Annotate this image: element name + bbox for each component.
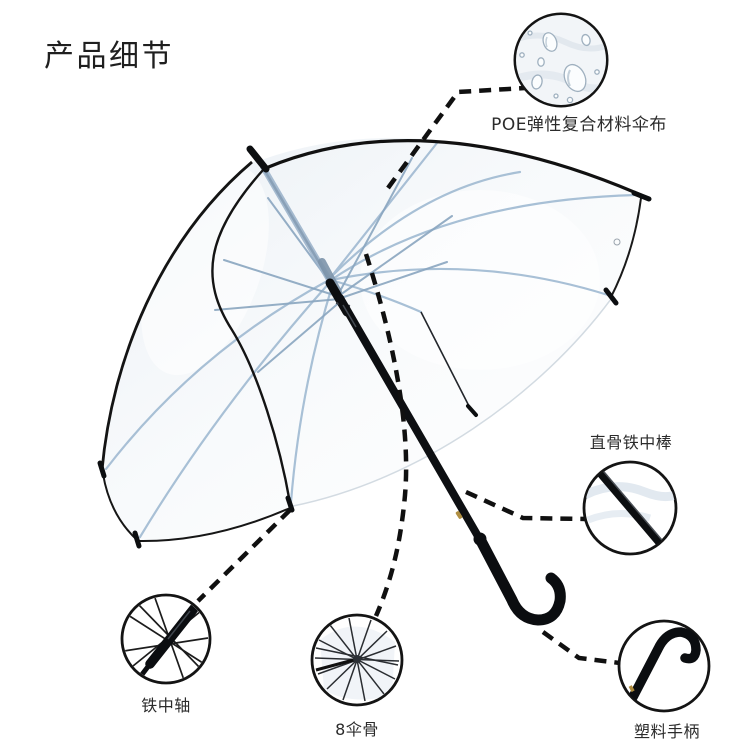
canopy-bottom-edge [138,507,291,543]
ribs-label: 8伞骨 [335,720,379,739]
rod-icon [592,465,668,551]
ribs-icon [314,617,400,702]
rod-detail-circle [582,460,678,556]
leader-fabric [386,85,526,190]
rod-label: 直骨铁中棒 [589,433,673,452]
ribs-detail-circle [310,613,404,707]
canopy-right-edge [610,197,642,298]
leader-lines [196,85,621,666]
canopy-top-edge [265,139,642,197]
umbrella-handle [473,532,566,626]
canopy-mark [613,238,621,246]
fabric-label: POE弹性复合材料伞布 [491,115,667,135]
canopy-left-edge [100,160,253,471]
leader-rod [465,489,587,522]
umbrella-shaft [336,294,483,542]
canopy-seam-edge [211,169,292,504]
canopy-bottom-left-edge [102,473,138,541]
ferrule-tip [246,145,270,173]
leader-handle [541,630,621,666]
front-rib [420,311,472,411]
umbrella-canopy [97,137,652,549]
shaft-pin [455,511,463,519]
axle-icon [123,597,209,682]
handle-label: 塑料手柄 [633,722,701,741]
handle-icon [628,627,701,702]
page-title: 产品细节 [44,39,174,74]
leader-axle [196,508,292,603]
canopy-front-edge-faint [292,298,612,507]
leader-ribs [363,253,409,617]
axle-label: 铁中轴 [141,696,191,715]
handle-detail-circle [617,619,711,713]
axle-detail-circle [120,593,212,685]
fabric-detail-circle [513,12,609,108]
rib-tips [97,145,652,549]
